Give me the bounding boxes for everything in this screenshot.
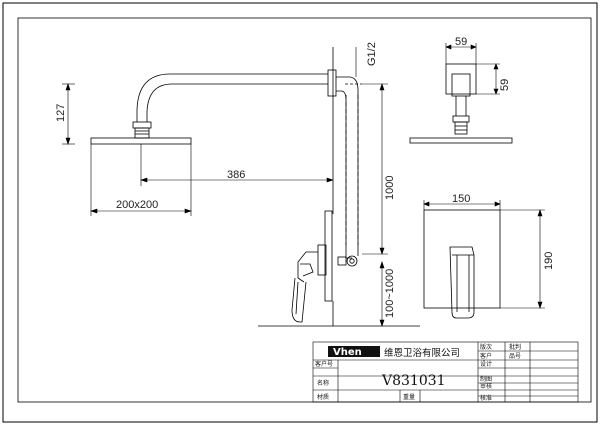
dim-arm-reach: 386: [227, 169, 245, 181]
dim-drop: 127: [55, 104, 67, 122]
dim-valve-height: 100~1000: [384, 269, 396, 318]
label-client: 客户: [480, 352, 492, 360]
label-check: 审核: [480, 382, 492, 390]
company-name: 维恩卫浴有限公司: [384, 347, 460, 359]
label-design: 设计: [480, 360, 492, 368]
side-view: [90, 47, 420, 327]
arm-flange-view: [409, 63, 513, 144]
valve-dimensions: [423, 200, 545, 309]
dim-thread: G1/2: [366, 42, 378, 66]
side-dimensions: [62, 47, 388, 327]
label-approve: 批判: [509, 343, 521, 351]
label-material: 材质: [317, 393, 329, 401]
inner-frame: [17, 17, 592, 403]
label-serial: 品号: [509, 353, 521, 360]
dim-vertical-pipe: 1000: [384, 176, 396, 200]
label-version: 版次: [480, 343, 492, 351]
label-verify: 核准: [480, 394, 492, 402]
brand-logo: [328, 346, 380, 357]
label-weight: 重量: [403, 393, 415, 401]
dim-head-size: 200x200: [116, 199, 158, 211]
label-customer-no: 客户号: [315, 360, 333, 368]
label-name: 名称: [317, 379, 329, 387]
dim-plate-width: 150: [452, 193, 470, 205]
dim-head-width: 59: [455, 36, 467, 48]
model-number: V831031: [381, 373, 446, 389]
dim-head-depth: 59: [499, 79, 511, 91]
brand-name: Vhen: [333, 347, 362, 358]
dim-plate-height: 190: [543, 252, 555, 270]
valve-front-view: [423, 209, 501, 319]
flange-dimensions: [445, 43, 500, 95]
title-block: [312, 341, 579, 403]
label-drawing: 制图: [480, 375, 492, 383]
